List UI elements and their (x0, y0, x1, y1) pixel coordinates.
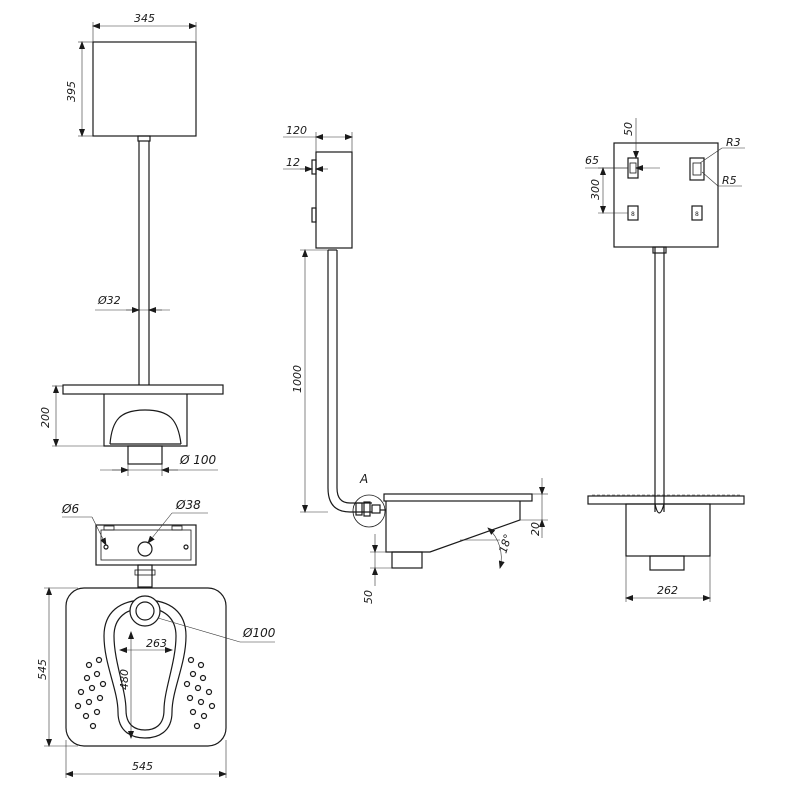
dim-outlet-drop: 50 (362, 590, 375, 604)
outlet-front (127, 445, 163, 465)
pan-plate-side (383, 493, 533, 502)
mount-slot-tr (689, 157, 705, 181)
side-view: A 120 12 1000 20 18° (283, 124, 548, 604)
svg-text:8: 8 (695, 211, 699, 218)
cistern-tank-rear (613, 142, 719, 248)
side-pipe-outer (327, 250, 372, 513)
foot-holes-left (74, 656, 107, 730)
dim-slot-spacing: 300 (589, 179, 602, 200)
svg-text:8: 8 (631, 211, 635, 218)
screw-hole-right (183, 544, 189, 550)
pipe-connector (355, 502, 363, 516)
pan-plate-plan (65, 587, 227, 747)
side-pipe-inner (336, 250, 372, 504)
bracket-top (311, 159, 317, 175)
foot-holes-right (183, 656, 216, 730)
bowl-outline (103, 599, 187, 739)
dim-plate-depth: 545 (36, 659, 49, 680)
dim-radius-small: R3 (726, 136, 741, 149)
dim-bracket-offset: 12 (286, 156, 300, 169)
outlet-side (391, 551, 423, 569)
tank-valve (137, 135, 151, 142)
plan-view: Ø6 Ø38 Ø100 263 480 545 545 (36, 498, 276, 778)
rear-view: 8 8 50 65 300 R3 R5 26 (585, 118, 745, 602)
mount-slot-br (691, 205, 703, 221)
front-view: 345 395 Ø32 200 Ø 100 (39, 12, 224, 476)
dim-plate-width: 545 (132, 760, 153, 773)
pan-plate-rear (587, 495, 745, 505)
pipe-nut (363, 501, 371, 517)
bowl-drain (129, 595, 161, 627)
pan-plate-front (62, 384, 224, 395)
cistern-tank-plan (95, 524, 197, 566)
dim-pipe-height: 1000 (291, 365, 304, 393)
dim-pan-width: 262 (657, 584, 678, 597)
cistern-tank-front (92, 41, 197, 137)
cistern-tank-side (315, 151, 353, 249)
pan-body-rear (625, 503, 711, 557)
dim-bowl-diameter: Ø100 (242, 626, 276, 640)
dim-pipe-diameter: Ø32 (97, 294, 121, 307)
dim-flush-hole: Ø38 (175, 498, 201, 512)
screw-hole-left (103, 544, 109, 550)
detail-a-label: A (359, 472, 368, 486)
dim-slot-side-offset: 65 (585, 154, 599, 167)
outlet-rear (649, 555, 685, 571)
dim-tank-height: 395 (65, 81, 78, 102)
dim-rim-height: 20 (529, 522, 542, 536)
dim-pan-height: 200 (39, 407, 52, 428)
bracket-bottom (311, 207, 317, 223)
pan-bowl-curve (109, 409, 182, 445)
dim-bowl-length: 480 (118, 669, 131, 690)
dim-bowl-width: 263 (146, 637, 167, 650)
dim-screw-hole: Ø6 (61, 502, 79, 516)
dim-slope-angle: 18° (496, 532, 514, 555)
dim-tank-depth: 120 (286, 124, 307, 137)
detail-a-circle (352, 494, 386, 528)
dim-radius-large: R5 (722, 174, 737, 187)
dim-tank-width: 345 (134, 12, 155, 25)
pan-body-side (385, 501, 521, 553)
dim-slot-top-offset: 50 (622, 122, 635, 136)
dim-outlet-diameter: Ø 100 (179, 453, 217, 467)
flush-hole (137, 541, 153, 557)
